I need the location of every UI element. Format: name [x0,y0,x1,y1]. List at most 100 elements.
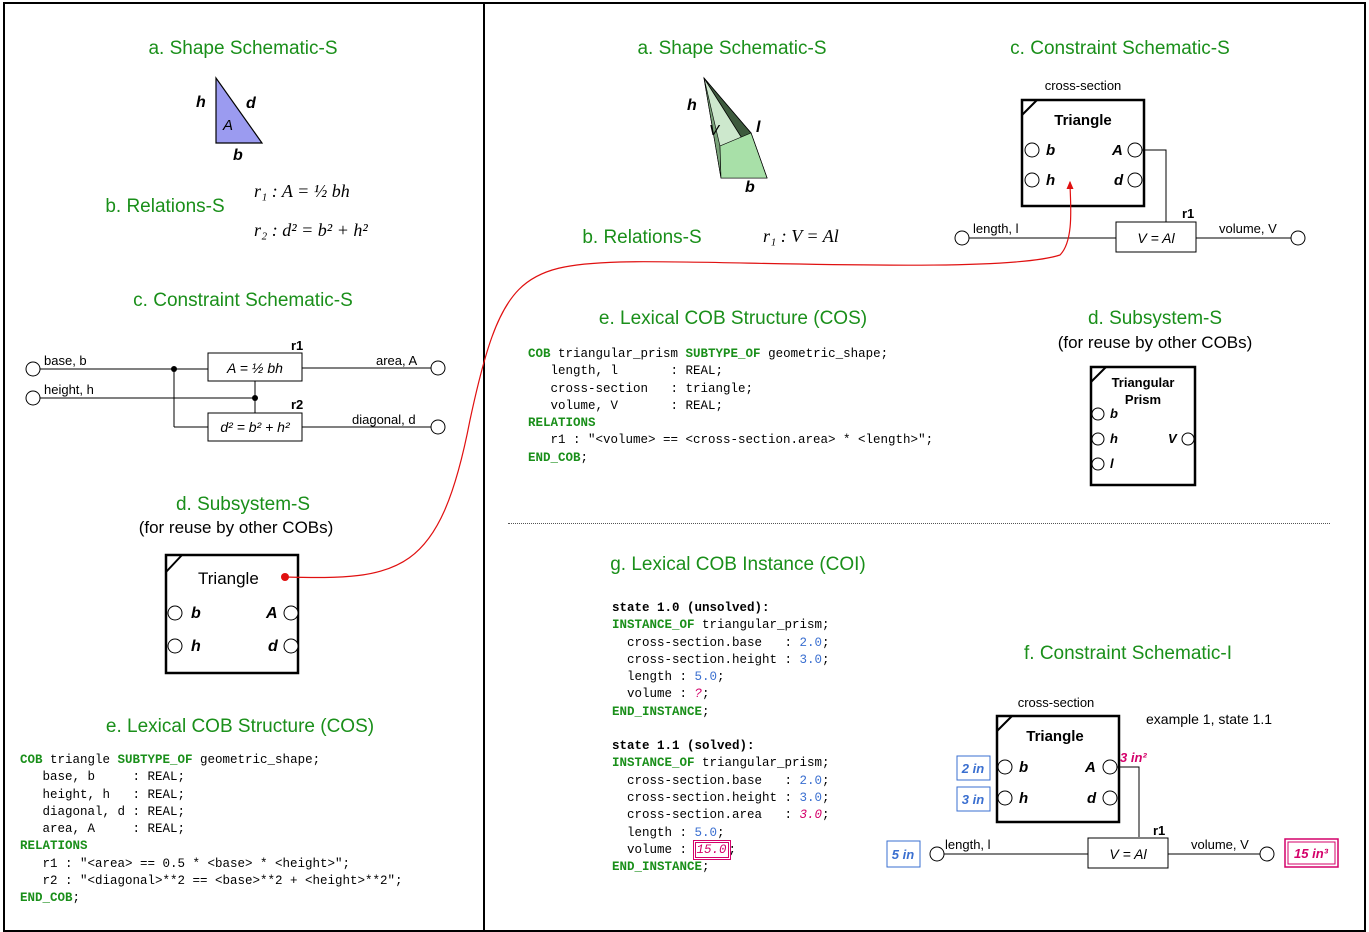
instance-field: cross-section.base : [612,773,800,788]
code-text: triangular_prism [550,347,686,361]
code-text: height, h : REAL; [20,787,186,802]
left-subsystem-title: d. Subsystem-S [175,494,311,515]
right-subsystem-title: d. Subsystem-S [1087,308,1223,329]
code-line: RELATIONS [528,415,933,432]
code-text: ; [702,687,710,702]
left-base-label: base, b [44,353,87,368]
code-keyword: SUBTYPE_OF [117,753,193,767]
code-text: r2 : "<diagonal>**2 == <base>**2 + <heig… [20,874,403,889]
code-text: geometric_shape; [192,753,321,767]
panel-divider [483,2,485,932]
right-constraint-title: c. Constraint Schematic-S [1010,38,1230,59]
left-diagonal-label: diagonal, d [352,412,416,427]
instance-value: 5.0 [694,825,718,840]
left-subsystem-subtitle: (for reuse by other COBs) [138,518,334,537]
code-text: ; [822,773,830,788]
instance-code: state 1.0 (unsolved):INSTANCE_OF triangu… [612,600,830,876]
right-eq: V = Al [1137,230,1175,246]
constraint-i-title: f. Constraint Schematic-I [1023,643,1233,664]
instance-field: length : [612,670,695,685]
prism-sub-l: l [1110,456,1114,471]
right-box-d: d [1114,172,1124,189]
ci-box-h: h [1019,790,1028,807]
instance-value: 3.0 [799,808,823,823]
ci-V-value: 15 in³ [1294,846,1329,861]
ci-h-value: 3 in [962,792,984,807]
instance-value: 2.0 [799,635,823,650]
code-text: ; [72,891,81,906]
instance-field: volume : [612,842,695,857]
code-line: RELATIONS [20,838,403,855]
code-line: length, l : REAL; [528,363,933,380]
code-keyword: COB [528,347,551,361]
prism-sub-h: h [1110,431,1118,446]
ci-box-name: Triangle [1026,728,1084,745]
prism-sub-V: V [1168,431,1178,446]
left-shape-b: b [233,147,243,164]
left-lexical-title: e. Lexical COB Structure (COS) [105,716,375,737]
instance-field: cross-section.height : [612,790,800,805]
code-line: r1 : "<volume> == <cross-section.area> *… [528,432,934,449]
code-line: END_COB; [528,450,933,467]
code-keyword: END_COB [20,891,73,906]
code-line: cross-section.height : 3.0; [612,652,830,669]
left-shape-h: h [196,94,206,111]
code-text: ; [822,808,830,823]
instance-value: 2.0 [799,773,823,788]
left-triangle-shape: h d A b [196,76,264,164]
code-line: volume : 15.0; [612,839,830,860]
ci-r1-label: r1 [1153,823,1165,838]
prism-sub-name2: Prism [1125,392,1161,407]
right-relations-title: b. Relations-S [582,227,702,248]
code-text: ; [702,704,710,719]
code-keyword: RELATIONS [20,839,88,854]
right-volume-label: volume, V [1219,221,1277,236]
ci-box-d: d [1087,790,1097,807]
instance-field: cross-section.base : [612,635,800,650]
instance-value: 3.0 [799,790,823,805]
right-lexical-code: COB triangular_prism SUBTYPE_OF geometri… [528,346,933,467]
right-subsystem-subtitle: (for reuse by other COBs) [1057,333,1253,352]
code-keyword: RELATIONS [528,416,596,431]
code-keyword: INSTANCE_OF [612,618,695,633]
code-keyword: END_INSTANCE [612,704,703,719]
left-relation-r2: r₂ : d² = b² + h² [254,220,368,240]
right-cross-section-label: cross-section [1045,78,1122,93]
right-box-A: A [1111,142,1123,159]
prism-h: h [687,97,697,114]
left-area-label: area, A [376,353,418,368]
code-text: volume, V : REAL; [528,398,724,413]
code-text: ; [717,670,725,685]
code-text: cross-section : triangle; [528,381,754,396]
code-text: ; [580,450,589,465]
left-shape-d: d [246,95,257,112]
prism-V: V [709,122,721,139]
code-line: base, b : REAL; [20,769,403,786]
code-line: COB triangle SUBTYPE_OF geometric_shape; [20,752,403,769]
code-text: area, A : REAL; [20,822,186,837]
code-line: r2 : "<diagonal>**2 == <base>**2 + <heig… [20,873,403,890]
prism-subsystem: Triangular Prism b h l V [1089,365,1197,487]
ci-b-value: 2 in [961,761,984,776]
ci-l-value: 5 in [892,847,914,862]
ci-box-b: b [1019,759,1028,776]
left-constraint-schematic: base, b height, h area, A diagonal, d r1… [25,338,446,442]
left-sub-b: b [191,605,201,622]
code-text: ; [822,635,830,650]
code-keyword: END_INSTANCE [612,860,703,875]
right-r1-label: r1 [1182,206,1194,221]
prism-b: b [745,179,755,196]
prism-sub-name1: Triangular [1112,375,1175,390]
left-lexical-code: COB triangle SUBTYPE_OF geometric_shape;… [20,752,403,908]
code-line: area, A : REAL; [20,821,403,838]
left-shape-A: A [222,117,233,134]
code-text: length, l : REAL; [528,364,724,379]
state-header: state 1.1 (solved): [612,739,755,754]
code-line: state 1.1 (solved): [612,738,830,755]
code-text: triangular_prism; [694,756,830,771]
code-keyword: COB [20,753,43,767]
code-line: cross-section.base : 2.0; [612,635,830,652]
instance-value: 3.0 [799,652,823,667]
left-relation-r1: r₁ : A = ½ bh [254,181,350,201]
prism-sub-b: b [1110,406,1118,421]
